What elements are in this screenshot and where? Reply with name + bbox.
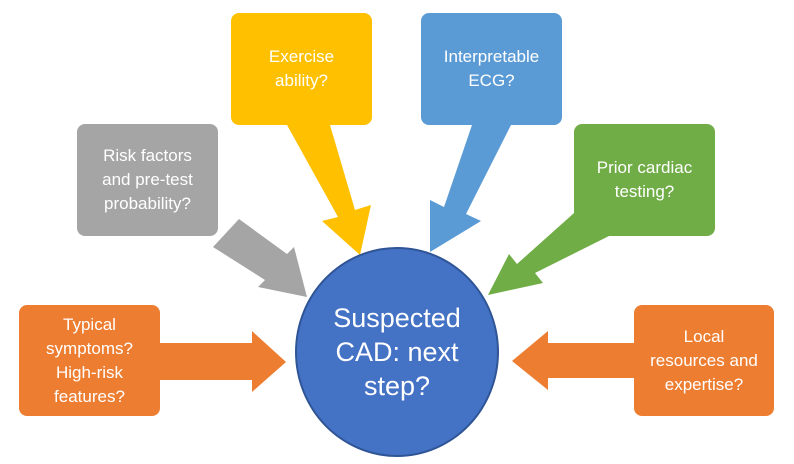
center-circle-suspected-cad: Suspected CAD: next step?	[295, 247, 499, 457]
factor-box-typical-symptoms: Typical symptoms? High-risk features?	[19, 305, 160, 416]
arrow-interpretable-ecg	[430, 125, 511, 252]
factor-box-risk-factors: Risk factors and pre-test probability?	[77, 124, 218, 236]
arrow-typical-symptoms	[160, 331, 286, 392]
factor-box-interpretable-ecg: Interpretable ECG?	[421, 13, 562, 125]
arrow-local-resources	[512, 331, 634, 390]
factor-box-exercise-ability: Exercise ability?	[231, 13, 372, 125]
factor-box-prior-cardiac-testing: Prior cardiac testing?	[574, 124, 715, 236]
factor-box-local-resources: Local resources and expertise?	[634, 305, 774, 416]
arrow-risk-factors	[213, 219, 307, 297]
arrow-exercise-ability	[287, 125, 371, 255]
